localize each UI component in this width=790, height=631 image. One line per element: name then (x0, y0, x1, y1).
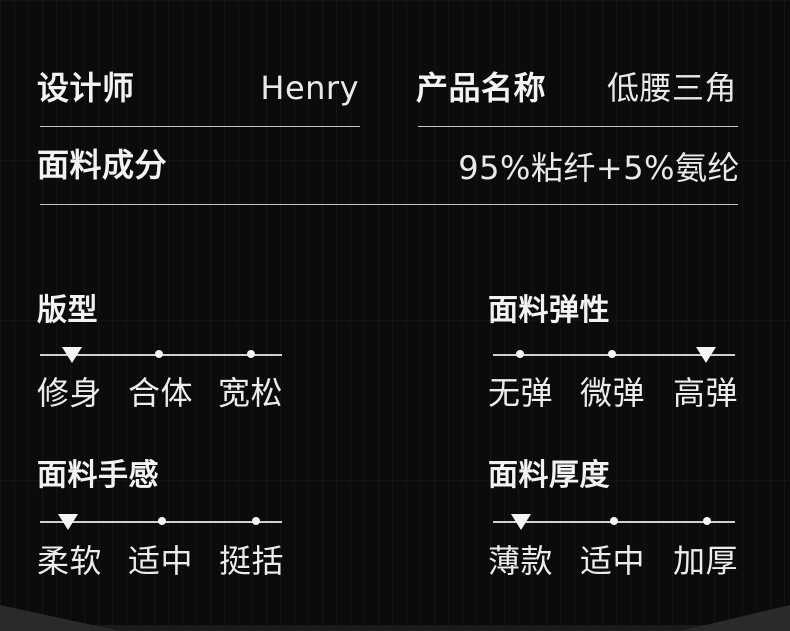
hand-feel-title: 面料手感 (37, 458, 159, 493)
elasticity-scale-dot-1 (516, 350, 524, 358)
fit-option-2: 宽松 (218, 374, 284, 412)
hand-feel-scale (40, 505, 282, 535)
elasticity-selected-marker-icon (696, 347, 716, 363)
hand-feel-option-0: 柔软 (37, 542, 103, 580)
product-name-value: 低腰三角 (606, 69, 737, 107)
elasticity-scale-dot-2 (608, 350, 616, 358)
fit-scale (40, 338, 282, 368)
fabric-label: 面料成分 (37, 146, 168, 184)
thickness-option-1: 适中 (580, 542, 646, 580)
fit-scale-dot-3 (247, 350, 255, 358)
thickness-option-0: 薄款 (488, 542, 554, 580)
fit-selected-marker-icon (62, 347, 82, 363)
bottom-right-corner-shape (680, 605, 790, 631)
product-name-divider (418, 126, 738, 127)
fit-option-1: 合体 (128, 374, 194, 412)
fabric-value: 95%粘纤+5%氨纶 (458, 149, 740, 187)
elasticity-scale (493, 338, 735, 368)
thickness-option-2: 加厚 (673, 542, 739, 580)
thickness-scale-dot-2 (610, 517, 618, 525)
fabric-divider (40, 204, 738, 205)
thickness-title: 面料厚度 (488, 458, 610, 493)
designer-label: 设计师 (37, 69, 135, 107)
bottom-band (0, 625, 790, 631)
hand-feel-scale-dot-2 (158, 517, 166, 525)
fit-option-0: 修身 (37, 374, 103, 412)
elasticity-title: 面料弹性 (488, 293, 610, 328)
fit-title: 版型 (37, 293, 98, 328)
thickness-scale-dot-3 (703, 517, 711, 525)
designer-value: Henry (260, 69, 359, 107)
thickness-scale (493, 505, 735, 535)
hand-feel-scale-dot-3 (252, 517, 260, 525)
elasticity-option-2: 高弹 (673, 374, 739, 412)
designer-divider (40, 126, 360, 127)
fit-scale-dot-2 (155, 350, 163, 358)
hand-feel-selected-marker-icon (58, 514, 78, 530)
product-name-label: 产品名称 (416, 69, 547, 107)
elasticity-option-1: 微弹 (580, 374, 646, 412)
elasticity-option-0: 无弹 (488, 374, 554, 412)
bottom-left-corner-shape (0, 605, 120, 631)
thickness-selected-marker-icon (511, 514, 531, 530)
hand-feel-option-2: 挺括 (219, 542, 285, 580)
hand-feel-option-1: 适中 (128, 542, 194, 580)
